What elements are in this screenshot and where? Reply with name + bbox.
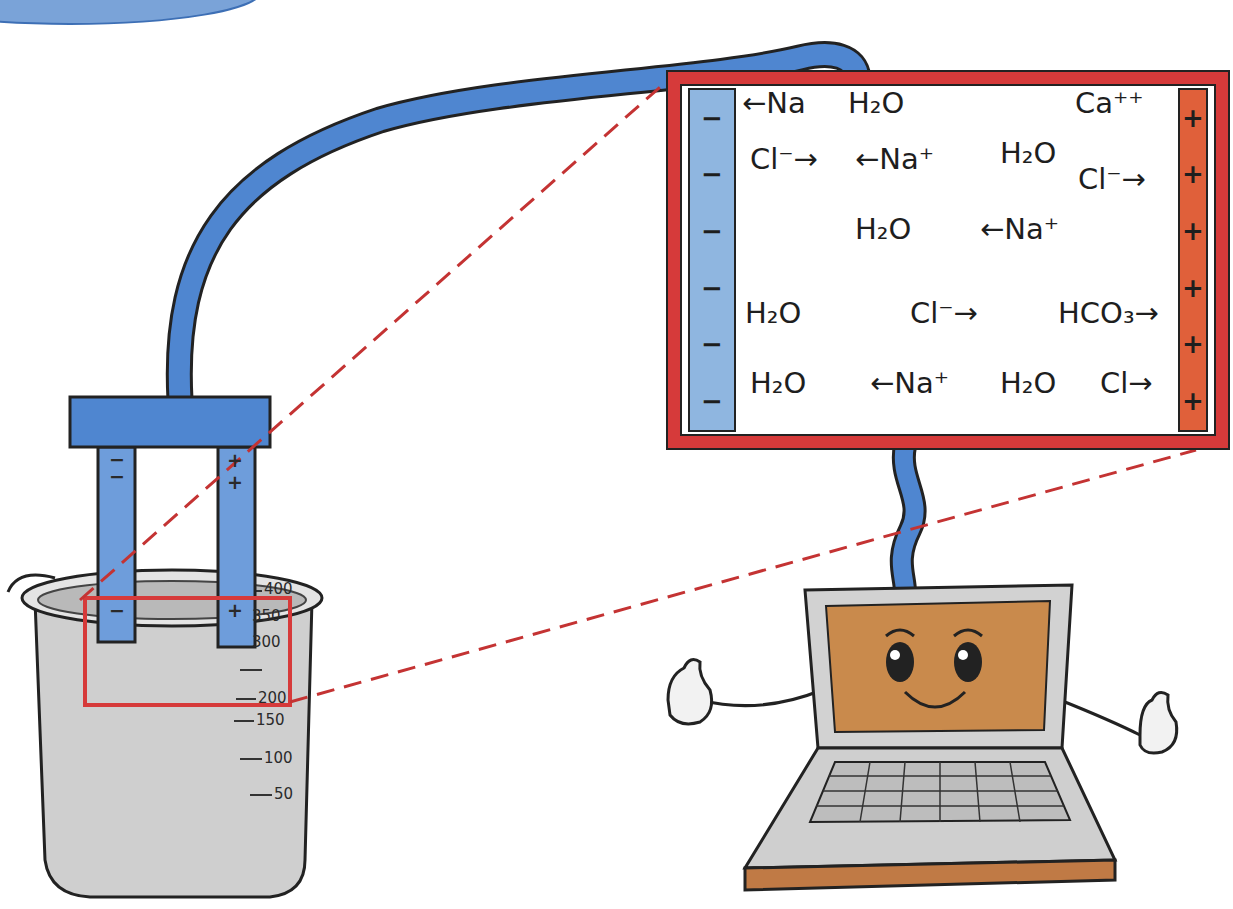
ion-label: Ca⁺⁺ (1075, 86, 1144, 121)
laptop-arm (700, 690, 822, 706)
thumbs-up-hand (668, 660, 712, 724)
laptop-eye (954, 642, 982, 682)
negative-plate: − − − − − − (688, 88, 736, 432)
ion-label: ←Na⁺ (855, 142, 934, 177)
electrode-sign: − (109, 600, 125, 621)
ion-label: H₂O (745, 296, 801, 331)
scale-tick (240, 758, 262, 760)
thumbs-up-hand (1140, 692, 1177, 753)
ion-label: H₂O (848, 86, 904, 121)
laptop-base (745, 748, 1115, 868)
key-column (900, 762, 905, 822)
charge-sign: + (1182, 273, 1204, 304)
charge-sign: − (701, 386, 723, 417)
keyboard-grid (816, 762, 1064, 822)
ion-label: ←Na (742, 86, 806, 121)
beaker-body (35, 600, 312, 897)
ion-label: HCO₃→ (1058, 296, 1159, 331)
charge-sign: + (1182, 216, 1204, 247)
charge-sign: − (701, 329, 723, 360)
charge-sign: + (1182, 103, 1204, 134)
charge-sign: − (701, 216, 723, 247)
charge-sign: − (701, 159, 723, 190)
charge-sign: − (701, 273, 723, 304)
charge-sign: − (701, 103, 723, 134)
zoom-region (85, 598, 290, 705)
ion-label: ←Na⁺ (870, 366, 949, 401)
ion-label: H₂O (750, 366, 806, 401)
electrode-sign: − (109, 466, 125, 487)
ion-label: H₂O (1000, 366, 1056, 401)
monitor-cable (902, 446, 915, 592)
ion-label: Cl⁻→ (750, 142, 818, 177)
charge-sign: + (1182, 329, 1204, 360)
ion-label: H₂O (1000, 136, 1056, 171)
laptop-lid (805, 585, 1072, 748)
scale-number: 350 (252, 608, 281, 625)
key-column (860, 762, 870, 822)
scale-tick (240, 669, 262, 671)
scale-number: 300 (252, 634, 281, 651)
ion-label: H₂O (855, 212, 911, 247)
ion-label: Cl⁻→ (910, 296, 978, 331)
laptop-eye (886, 642, 914, 682)
scale-number: 400 (264, 581, 293, 598)
ion-label: Cl⁻→ (1078, 162, 1146, 197)
zoom-leader (80, 80, 668, 600)
eye-highlight (890, 650, 900, 660)
laptop-screen (826, 601, 1050, 732)
zoom-leader (290, 450, 1196, 702)
positive-plate: + + + + + + (1178, 88, 1208, 432)
electrode-sign: + (227, 450, 243, 471)
key-column (975, 762, 980, 822)
laptop-keyboard (810, 762, 1070, 822)
ion-label: ←Na⁺ (980, 212, 1059, 247)
scale-tick (250, 794, 272, 796)
charge-sign: + (1182, 386, 1204, 417)
scale-number: 150 (256, 712, 285, 729)
laptop-smile (905, 692, 965, 707)
laptop-edge (745, 860, 1115, 890)
electrode-sign: + (227, 600, 243, 621)
electrode-sign: + (227, 472, 243, 493)
probe-holder (70, 397, 270, 447)
scale-number: 50 (274, 786, 293, 803)
cable-outline (902, 446, 915, 592)
eye-highlight (958, 650, 968, 660)
charge-sign: + (1182, 159, 1204, 190)
scale-tick (236, 698, 256, 700)
positive-electrode (218, 447, 255, 647)
scale-number: 200 (258, 690, 287, 707)
blue-blob (0, 0, 260, 24)
key-column (939, 762, 941, 822)
scale-number: 100 (264, 750, 293, 767)
ion-label: Cl→ (1100, 366, 1153, 401)
laptop-arm (1060, 700, 1140, 735)
zoom-panel: ←NaH₂OCa⁺⁺Cl⁻→←Na⁺H₂OCl⁻→H₂O←Na⁺H₂OCl⁻→H… (668, 72, 1228, 448)
scale-tick (234, 720, 254, 722)
laptop-eyebrow (954, 630, 982, 636)
laptop-eyebrow (886, 630, 914, 636)
negative-electrode (98, 447, 135, 642)
key-column (1010, 762, 1020, 822)
